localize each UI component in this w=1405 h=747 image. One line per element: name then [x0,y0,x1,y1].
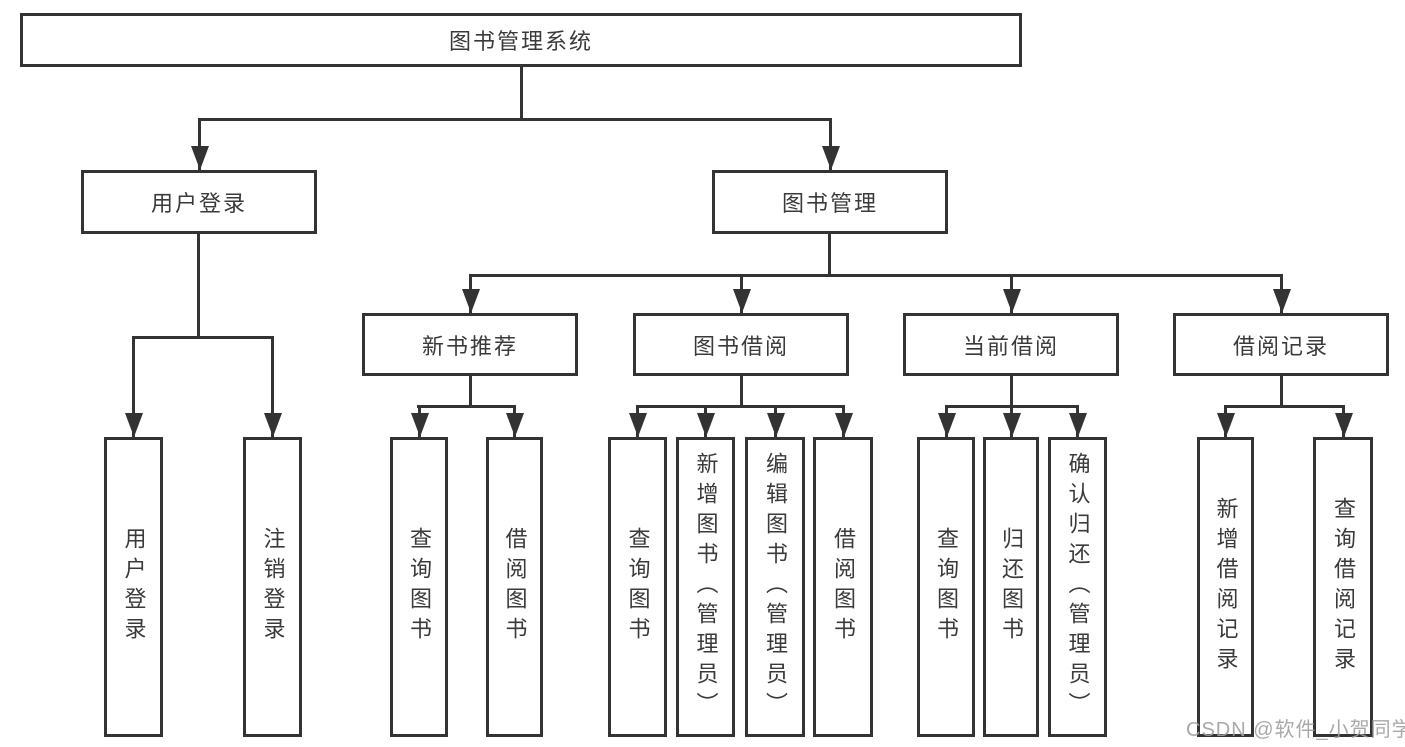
connector-line [197,234,200,336]
node-leaf-logout: 注销登录 [243,437,302,737]
down-arrow-icon [418,405,421,437]
node-leaf-confirm-return-admin: 确认归还（管理员） [1048,437,1107,737]
node-book-management: 图书管理 [712,170,948,234]
down-arrow-icon [945,405,948,437]
down-arrow-icon [636,405,639,437]
down-arrow-icon [469,274,472,313]
node-label: 当前借阅 [962,333,1059,359]
watermark: CSDN @软件_小贺同学 [1186,719,1405,741]
node-label: 用户登录 [150,191,247,216]
connector-line [469,376,472,408]
node-label: 新书推荐 [421,333,518,359]
node-leaf-borrow-books-1: 借阅图书 [486,437,543,737]
node-label: 用户登录 [121,527,147,647]
down-arrow-icon [842,405,845,437]
connector-line [636,405,843,408]
node-root: 图书管理系统 [20,13,1022,67]
connector-line [1280,376,1283,408]
node-label: 归还图书 [999,527,1024,647]
node-label: 查询图书 [407,527,432,647]
node-label: 图书管理 [781,191,878,216]
node-label: 借阅图书 [502,527,528,647]
node-leaf-user-login: 用户登录 [104,437,163,737]
node-leaf-borrow-books-2: 借阅图书 [813,437,873,737]
node-leaf-query-books-3: 查询图书 [917,437,975,737]
down-arrow-icon [1076,405,1079,437]
node-leaf-add-books-admin: 新增图书（管理员） [676,437,735,737]
down-arrow-icon [704,405,707,437]
node-leaf-query-books-1: 查询图书 [390,437,448,737]
node-leaf-query-books-2: 查询图书 [608,437,667,737]
connector-line [520,67,523,118]
connector-line [469,274,1282,277]
connector-line [417,405,515,408]
node-new-book-recommend: 新书推荐 [362,313,578,376]
down-arrow-icon [198,118,201,170]
node-book-borrow: 图书借阅 [633,313,849,376]
node-label: 新增图书（管理员） [693,452,719,722]
node-leaf-return-books: 归还图书 [983,437,1039,737]
node-label: 借阅图书 [831,527,856,647]
connector-line [132,336,273,339]
node-label: 查询借阅记录 [1331,497,1356,677]
node-leaf-add-borrow-record: 新增借阅记录 [1197,437,1254,737]
node-leaf-edit-books-admin: 编辑图书（管理员） [745,437,805,737]
down-arrow-icon [829,118,832,170]
node-current-borrow: 当前借阅 [903,313,1119,376]
node-borrow-records: 借阅记录 [1173,313,1389,376]
node-label: 借阅记录 [1232,333,1329,359]
down-arrow-icon [1224,405,1227,437]
connector-line [828,234,831,274]
down-arrow-icon [1342,405,1345,437]
down-arrow-icon [271,336,274,437]
down-arrow-icon [132,336,135,437]
node-label: 注销登录 [260,527,286,647]
connector-line [740,376,743,408]
down-arrow-icon [1010,405,1013,437]
node-label: 查询图书 [625,527,651,647]
connector-line [198,118,831,121]
node-label: 图书管理系统 [448,29,593,54]
down-arrow-icon [774,405,777,437]
down-arrow-icon [1280,274,1283,313]
down-arrow-icon [513,405,516,437]
node-user-login: 用户登录 [81,170,317,234]
connector-line [1224,405,1343,408]
node-label: 编辑图书（管理员） [763,452,788,722]
node-leaf-query-borrow-record: 查询借阅记录 [1313,437,1373,737]
connector-line [1010,376,1013,408]
down-arrow-icon [1010,274,1013,313]
node-label: 查询图书 [934,527,959,647]
node-label: 确认归还（管理员） [1065,452,1091,722]
node-label: 新增借阅记录 [1213,497,1239,677]
node-label: 图书借阅 [692,333,789,359]
down-arrow-icon [740,274,743,313]
